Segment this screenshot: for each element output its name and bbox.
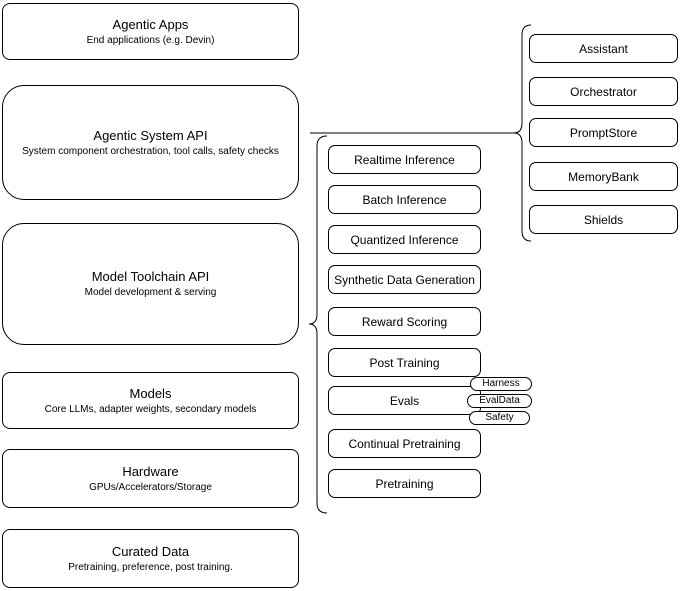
layer-subtitle: Model development & serving: [84, 287, 217, 298]
layer-agentic-apps: Agentic Apps End applications (e.g. Devi…: [2, 3, 299, 60]
system-component-shields: Shields: [529, 205, 678, 234]
layer-subtitle: End applications (e.g. Devin): [86, 34, 215, 46]
layer-title: Agentic Apps: [112, 16, 189, 32]
layer-title: Curated Data: [111, 543, 190, 559]
evals-tag-evaldata: EvalData: [467, 394, 532, 408]
toolchain-item-quantized-inference: Quantized Inference: [328, 225, 481, 254]
layer-model-toolchain-api: Model Toolchain API Model development & …: [2, 223, 299, 345]
toolchain-item-batch-inference: Batch Inference: [328, 185, 481, 214]
toolchain-item-reward-scoring: Reward Scoring: [328, 307, 481, 336]
layer-models: Models Core LLMs, adapter weights, secon…: [2, 372, 299, 429]
layer-agentic-system-api: Agentic System API System component orch…: [2, 85, 299, 200]
toolchain-item-continual-pretraining: Continual Pretraining: [328, 429, 481, 458]
layer-title: Hardware: [122, 463, 179, 479]
toolchain-item-evals: Evals: [328, 386, 481, 415]
toolchain-item-pretraining: Pretraining: [328, 469, 481, 498]
layer-title: Model Toolchain API: [91, 269, 210, 284]
layer-subtitle: Core LLMs, adapter weights, secondary mo…: [44, 403, 257, 415]
system-component-promptstore: PromptStore: [529, 118, 678, 147]
layer-subtitle: Pretraining, preference, post training.: [68, 561, 233, 573]
system-component-assistant: Assistant: [529, 34, 678, 63]
evals-tag-safety: Safety: [469, 411, 530, 425]
layer-title: Models: [129, 385, 172, 401]
evals-tag-harness: Harness: [470, 377, 532, 391]
layer-hardware: Hardware GPUs/Accelerators/Storage: [2, 449, 299, 508]
layer-subtitle: GPUs/Accelerators/Storage: [89, 481, 212, 493]
system-components-bracket: [513, 24, 532, 242]
toolchain-item-post-training: Post Training: [328, 348, 481, 377]
toolchain-bracket: [308, 135, 328, 514]
system-component-orchestrator: Orchestrator: [529, 77, 678, 106]
toolchain-item-realtime-inference: Realtime Inference: [328, 145, 481, 174]
layer-subtitle: System component orchestration, tool cal…: [22, 145, 279, 157]
layer-curated-data: Curated Data Pretraining, preference, po…: [2, 529, 299, 588]
toolchain-item-synthetic-data-generation: Synthetic Data Generation: [328, 265, 481, 294]
system-component-memorybank: MemoryBank: [529, 162, 678, 191]
layer-title: Agentic System API: [93, 127, 208, 143]
